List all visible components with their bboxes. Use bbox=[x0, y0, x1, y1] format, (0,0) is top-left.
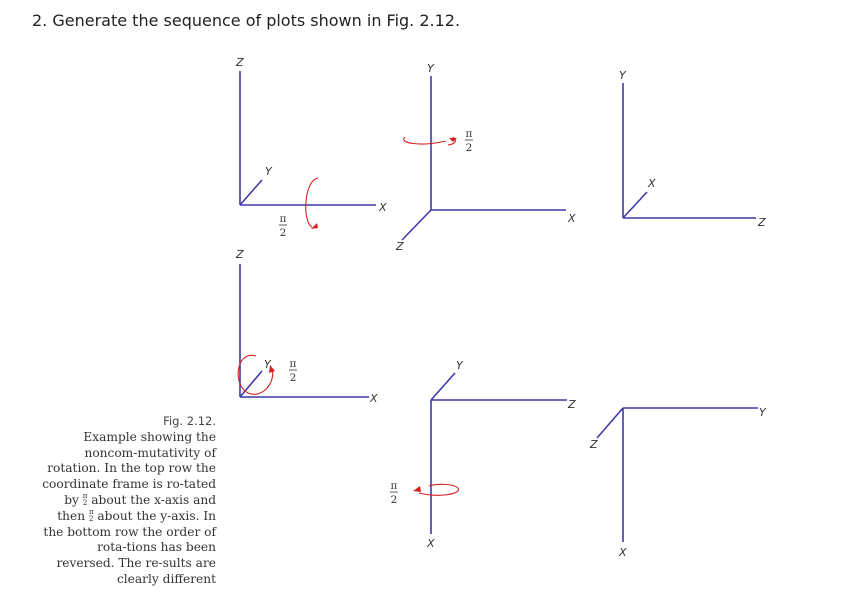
angle-denominator: 2 bbox=[466, 142, 473, 154]
axis-label-z: Z bbox=[567, 398, 576, 411]
axis-label-x: X bbox=[618, 546, 627, 559]
axis-label-y: Y bbox=[427, 62, 435, 75]
angle-numerator: π bbox=[290, 358, 297, 370]
exercise-heading: 2. Generate the sequence of plots shown … bbox=[32, 11, 461, 30]
axis-label-z: Z bbox=[757, 216, 766, 229]
angle-denominator: 2 bbox=[280, 227, 287, 239]
axis-label-z: Z bbox=[235, 248, 244, 261]
frame-top-3: Y X Z bbox=[619, 69, 766, 229]
caption-text-a: Example showing the noncom-mutativity of… bbox=[42, 429, 216, 507]
angle-denominator: 2 bbox=[290, 372, 297, 384]
figure-caption: Fig. 2.12. Example showing the noncom-mu… bbox=[36, 414, 216, 588]
axis-label-y: Y bbox=[265, 165, 273, 178]
caption-title: Fig. 2.12. bbox=[163, 414, 216, 428]
axis-label-x: X bbox=[567, 212, 576, 225]
angle-numerator: π bbox=[466, 128, 473, 140]
axis-label-x: X bbox=[647, 177, 656, 190]
axis-label-y: Y bbox=[456, 359, 464, 372]
rotation-x-indicator: π 2 bbox=[237, 354, 297, 395]
frame-bottom-2: Y Z X bbox=[426, 359, 576, 550]
axis-label-y: Y bbox=[264, 358, 272, 371]
axis-label-y: Y bbox=[759, 406, 767, 419]
frame-bottom-1: Z Y X bbox=[235, 248, 378, 405]
caption-text-c: about the y-axis. In the bottom row the … bbox=[43, 508, 216, 586]
angle-numerator: π bbox=[280, 213, 287, 225]
axis-label-z: Z bbox=[395, 240, 404, 253]
axis-label-z: Z bbox=[235, 56, 244, 69]
axis-label-z: Z bbox=[589, 438, 598, 451]
rotation-y-indicator: π 2 bbox=[390, 480, 459, 506]
rotation-y-indicator: π 2 bbox=[403, 128, 473, 154]
frame-top-2: Y Z X bbox=[395, 62, 576, 253]
axis-label-x: X bbox=[378, 201, 387, 214]
axis-label-x: X bbox=[426, 537, 435, 550]
frame-bottom-3: Z Y X bbox=[589, 406, 767, 559]
frame-top-1: Z Y X bbox=[235, 56, 387, 214]
angle-numerator: π bbox=[391, 480, 398, 492]
angle-denominator: 2 bbox=[391, 494, 398, 506]
axis-label-x: X bbox=[369, 392, 378, 405]
caption-text-b: about the x-axis and then bbox=[57, 492, 216, 523]
axis-label-y: Y bbox=[619, 69, 627, 82]
rotation-x-indicator: π 2 bbox=[279, 177, 319, 239]
